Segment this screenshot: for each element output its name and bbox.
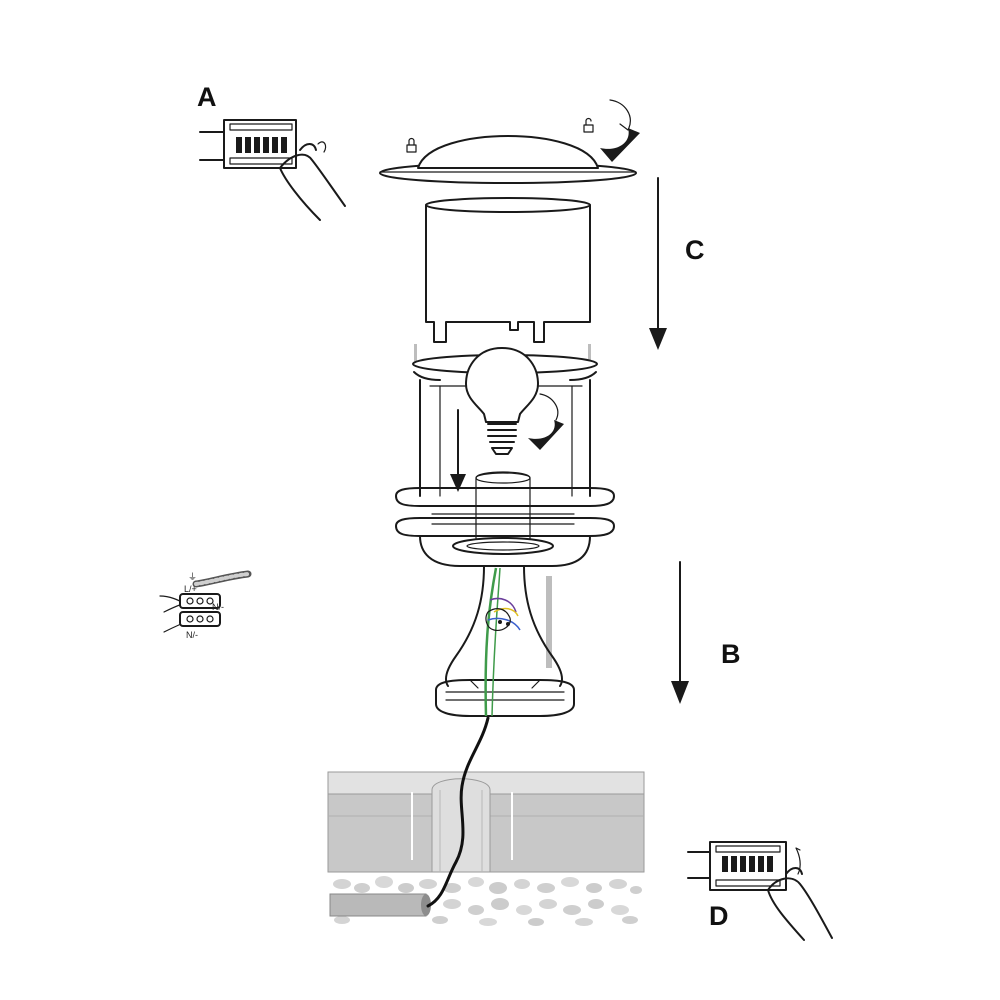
up-arrow-icon [795,847,801,875]
ground-foundation [327,716,645,926]
lock-icon [406,137,417,153]
rotate-bulb-icon [528,393,564,450]
power-cable [426,716,490,908]
lamp-cap [379,135,637,184]
lamp-base [435,565,575,717]
step-d-label: D [709,901,729,931]
anchor-bolts [411,792,513,860]
breaker-switches [229,123,293,165]
neutral-label-1: N/- [212,602,224,612]
wiring-detail: ⏚ L/+ N/- N/- [159,570,252,640]
neutral-label-2: N/- [186,630,198,640]
internal-wires [484,567,521,717]
arrow-down-base-icon [671,561,689,704]
step-b-label: B [721,639,741,669]
light-bulb-icon [465,347,539,455]
hand-icon [279,143,346,221]
step-b-base: B [435,561,741,717]
hand-on-icon [767,867,833,941]
step-a-label: A [197,82,217,112]
step-a-breaker-panel: A [197,82,346,221]
earth-symbol: ⏚ [188,572,197,582]
rotate-arrow-icon [600,99,640,162]
live-label: L/+ [184,584,197,594]
step-c-assembly: C [379,99,705,567]
lamp-shade [425,197,591,343]
conduit-pipe [329,893,431,917]
step-d-breaker-panel: D [687,841,833,941]
arrow-down-bulb-icon [450,409,466,492]
arrow-down-icon [649,177,667,350]
breaker-switches-on [715,845,781,887]
lamp-body-fins [395,487,615,567]
step-c-label: C [685,235,705,265]
bulb-socket [452,471,554,555]
terminal-block [179,593,221,627]
unlock-icon [583,117,594,133]
